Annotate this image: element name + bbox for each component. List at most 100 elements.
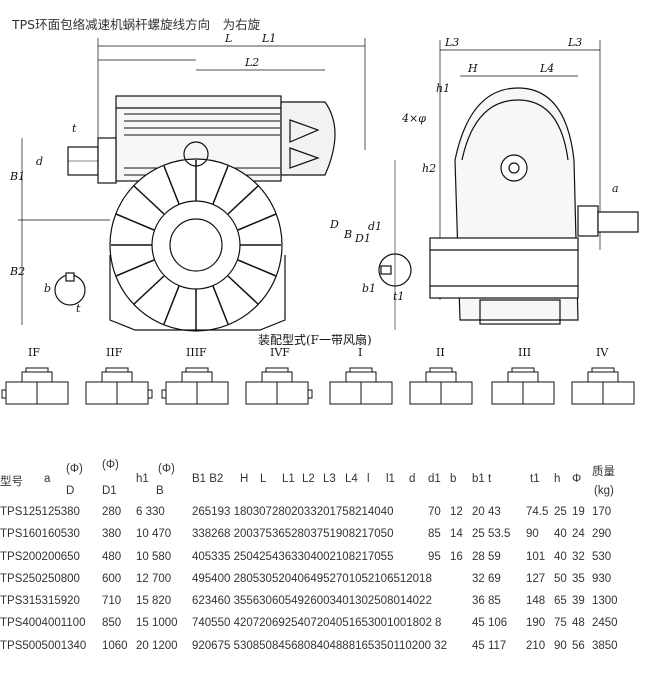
assembly-label-IF: IF bbox=[28, 346, 40, 359]
header-mass-unit: (kg) bbox=[594, 485, 614, 497]
dim-label-H: H bbox=[467, 62, 478, 75]
assembly-label-IIF: IIF bbox=[106, 346, 123, 359]
header-D: D bbox=[66, 485, 75, 497]
header-a: a bbox=[44, 473, 51, 485]
left-view bbox=[18, 38, 366, 332]
dim-label-L1: L1 bbox=[261, 32, 276, 45]
cell-dims: 338268 2003753652803751908217050 bbox=[192, 528, 394, 541]
table-row: TPS250250800 600 12 700 495400 280530520… bbox=[0, 569, 648, 591]
header-B1B2: B1 B2 bbox=[192, 473, 224, 485]
cell-h: 90 bbox=[554, 639, 567, 652]
header-d1: d1 bbox=[428, 473, 441, 485]
dim-label-h2: h2 bbox=[422, 162, 436, 175]
dim-label-d1: d1 bbox=[368, 220, 382, 233]
cell-mass: 170 bbox=[592, 506, 612, 518]
cell-t1: 101 bbox=[526, 550, 546, 563]
cell-t1: 190 bbox=[526, 617, 546, 630]
assembly-label-II: II bbox=[436, 346, 445, 359]
cell-a: 850 bbox=[102, 617, 122, 630]
assembly-label-IV: IV bbox=[596, 346, 609, 359]
dim-label-D1: D1 bbox=[354, 232, 371, 245]
cell-dims: 623460 3556306054926003401302508014022 bbox=[192, 595, 432, 608]
header-L2: L2 bbox=[302, 473, 315, 485]
cell-h: 75 bbox=[554, 617, 567, 630]
header-model: 型号 bbox=[0, 476, 23, 488]
header-L: L bbox=[260, 473, 267, 485]
cell-mass: 2450 bbox=[592, 617, 618, 630]
header-d: d bbox=[409, 473, 416, 485]
cell-h1-b: 10 580 bbox=[136, 550, 172, 563]
table-row: TPS5005001340 1060 20 1200 920675 530850… bbox=[0, 636, 648, 658]
assembly-caption: 装配型式(F一带风扇) bbox=[258, 332, 372, 347]
cell-model: TPS200200650 bbox=[0, 550, 80, 563]
cell-b1t: 45 106 bbox=[472, 617, 508, 630]
page-title: TPS环面包络减速机蜗杆螺旋线方向 为右旋 bbox=[12, 17, 261, 32]
right-view bbox=[378, 40, 639, 330]
cell-phi: 24 bbox=[572, 528, 585, 541]
cell-b1t: 45 117 bbox=[472, 639, 507, 652]
dim-label-B2: B2 bbox=[9, 265, 25, 278]
dim-label-t1: t1 bbox=[393, 290, 404, 303]
header-b: b bbox=[450, 473, 457, 485]
header-h1: h1 bbox=[136, 473, 149, 485]
dim-label-D: D bbox=[329, 218, 339, 231]
dim-label-4phi: 4×φ bbox=[401, 112, 426, 125]
dim-label-B1: B1 bbox=[9, 170, 25, 183]
cell-h: 40 bbox=[554, 550, 567, 563]
cell-phi: 56 bbox=[572, 639, 585, 652]
dim-label-h1: h1 bbox=[436, 82, 450, 95]
header-l1: l1 bbox=[386, 473, 395, 485]
header-t1: t1 bbox=[530, 473, 540, 485]
header-B: B bbox=[156, 485, 164, 497]
assembly-types bbox=[1, 367, 635, 405]
cell-t1: 74.5 bbox=[526, 506, 549, 518]
assembly-label-I: I bbox=[358, 346, 362, 359]
technical-drawing: L L1 L2 t d B1 B2 b t L3 L3 H L4 h1 4×φ … bbox=[1, 32, 639, 405]
cell-phi: 19 bbox=[572, 506, 585, 518]
cell-h: 65 bbox=[554, 595, 567, 608]
cell-phi: 35 bbox=[572, 572, 585, 585]
cell-dims: 920675 5308508456808404888165350110200 3… bbox=[192, 639, 447, 652]
table-row: TPS160160530 380 10 470 338268 200375365… bbox=[0, 524, 648, 546]
header-D-top: (Φ) bbox=[66, 463, 83, 475]
dim-label-d: d bbox=[36, 155, 43, 168]
cell-h1-b: 15 820 bbox=[136, 595, 172, 608]
table-body: TPS125125380 280 6 330 265193 1803072802… bbox=[0, 502, 648, 658]
dim-label-b1: b1 bbox=[362, 282, 376, 295]
cell-phi: 39 bbox=[572, 595, 585, 608]
dim-label-t: t bbox=[72, 122, 77, 135]
assembly-label-IIIF: IIIF bbox=[186, 346, 207, 359]
cell-model: TPS125125380 bbox=[0, 506, 80, 518]
header-mass: 质量 bbox=[592, 466, 615, 478]
cell-mass: 1300 bbox=[592, 595, 618, 608]
header-D1-top: (Φ) bbox=[102, 459, 119, 471]
cell-a: 600 bbox=[102, 572, 122, 585]
header-phi: Φ bbox=[572, 473, 582, 485]
cell-mass: 290 bbox=[592, 528, 612, 541]
cell-b1t: 25 53.5 bbox=[472, 528, 511, 541]
dim-label-L3: L3 bbox=[444, 36, 459, 49]
cell-phi: 48 bbox=[572, 617, 585, 630]
cell-t1: 210 bbox=[526, 639, 546, 652]
cell-a: 1060 bbox=[102, 639, 128, 652]
cell-t1: 127 bbox=[526, 572, 546, 585]
cell-h1-b: 10 470 bbox=[136, 528, 172, 541]
cell-mass: 530 bbox=[592, 550, 612, 563]
cell-dims: 265193 1803072802033201758214040 bbox=[192, 506, 394, 518]
header-L3: L3 bbox=[323, 473, 336, 485]
header-l: l bbox=[367, 473, 370, 485]
cell-model: TPS250250800 bbox=[0, 572, 80, 585]
dim-label-L3b: L3 bbox=[567, 36, 582, 49]
cell-a: 280 bbox=[102, 506, 122, 518]
cell-dims: 495400 2805305204064952701052106512018 bbox=[192, 572, 432, 585]
cell-a: 380 bbox=[102, 528, 122, 541]
cell-dims: 740550 4207206925407204051653001001802 8 bbox=[192, 617, 442, 630]
dim-label-L: L bbox=[224, 32, 232, 45]
cell-b1t: 20 43 bbox=[472, 506, 501, 518]
cell-d1: 85 bbox=[428, 528, 441, 541]
table-row: TPS125125380 280 6 330 265193 1803072802… bbox=[0, 502, 648, 524]
assembly-label-III: III bbox=[518, 346, 531, 359]
header-b1t: b1 t bbox=[472, 473, 492, 485]
cell-phi: 32 bbox=[572, 550, 585, 563]
cell-b1t: 28 59 bbox=[472, 550, 501, 563]
